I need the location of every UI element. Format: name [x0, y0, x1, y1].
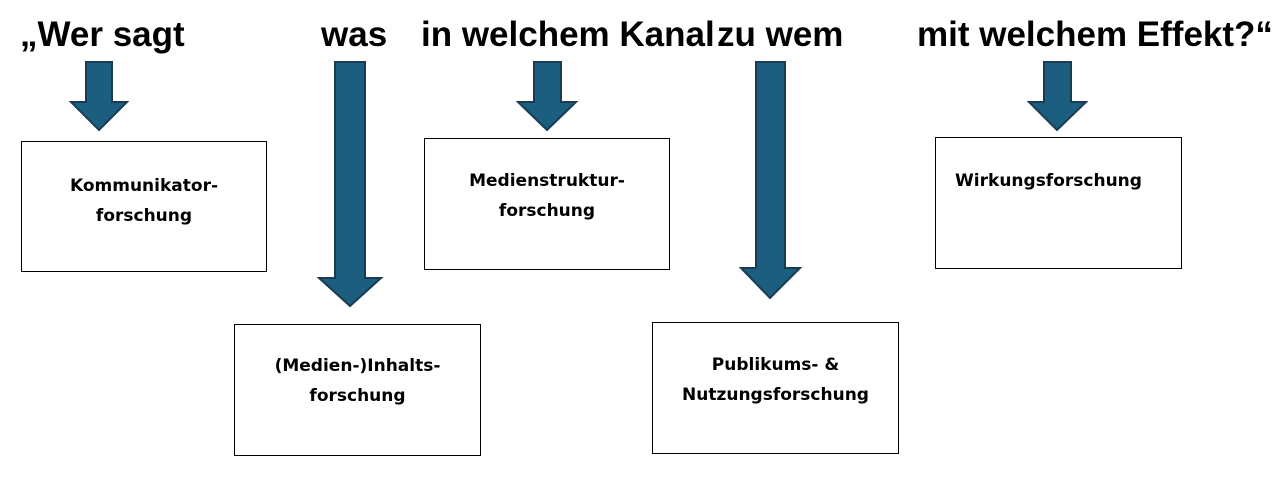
heading-wer-sagt: „Wer sagt [20, 15, 185, 54]
arrow-down-icon [738, 61, 803, 300]
box-label-line1: Medienstruktur- [469, 171, 625, 191]
box-label-line1: Wirkungsforschung [955, 171, 1142, 191]
heading-was: was [321, 15, 388, 54]
heading-mit-welchem-effekt: mit welchem Effekt?“ [917, 15, 1273, 54]
box-publikumsforschung: Publikums- & Nutzungsforschung [652, 322, 899, 454]
box-kommunikatorforschung: Kommunikator- forschung [21, 141, 267, 272]
box-label-line2: forschung [95, 206, 193, 226]
arrow-down-icon [316, 61, 384, 308]
heading-zu-wem: zu wem [717, 15, 844, 54]
box-label-line1: Publikums- & [711, 355, 840, 375]
box-label: (Medien-)Inhalts- forschung [235, 351, 480, 411]
arrow-down-icon [1026, 61, 1089, 132]
arrow-down-icon [515, 61, 579, 132]
box-medienstrukturforschung: Medienstruktur- forschung [424, 138, 670, 270]
box-label-line1: (Medien-)Inhalts- [274, 356, 441, 376]
arrow-down-icon [68, 61, 130, 132]
box-label: Publikums- & Nutzungsforschung [653, 350, 898, 410]
box-label-line2: Nutzungsforschung [682, 385, 869, 405]
box-label-line2: forschung [309, 386, 406, 406]
box-wirkungsforschung: Wirkungsforschung [935, 137, 1182, 269]
box-inhaltsforschung: (Medien-)Inhalts- forschung [234, 324, 481, 456]
box-label: Medienstruktur- forschung [425, 166, 669, 226]
box-label: Wirkungsforschung [936, 166, 1161, 196]
box-label-line1: Kommunikator- [69, 176, 219, 196]
box-label-line2: forschung [498, 201, 596, 221]
box-label: Kommunikator- forschung [22, 171, 266, 231]
heading-in-welchem-kanal: in welchem Kanal [421, 15, 715, 54]
